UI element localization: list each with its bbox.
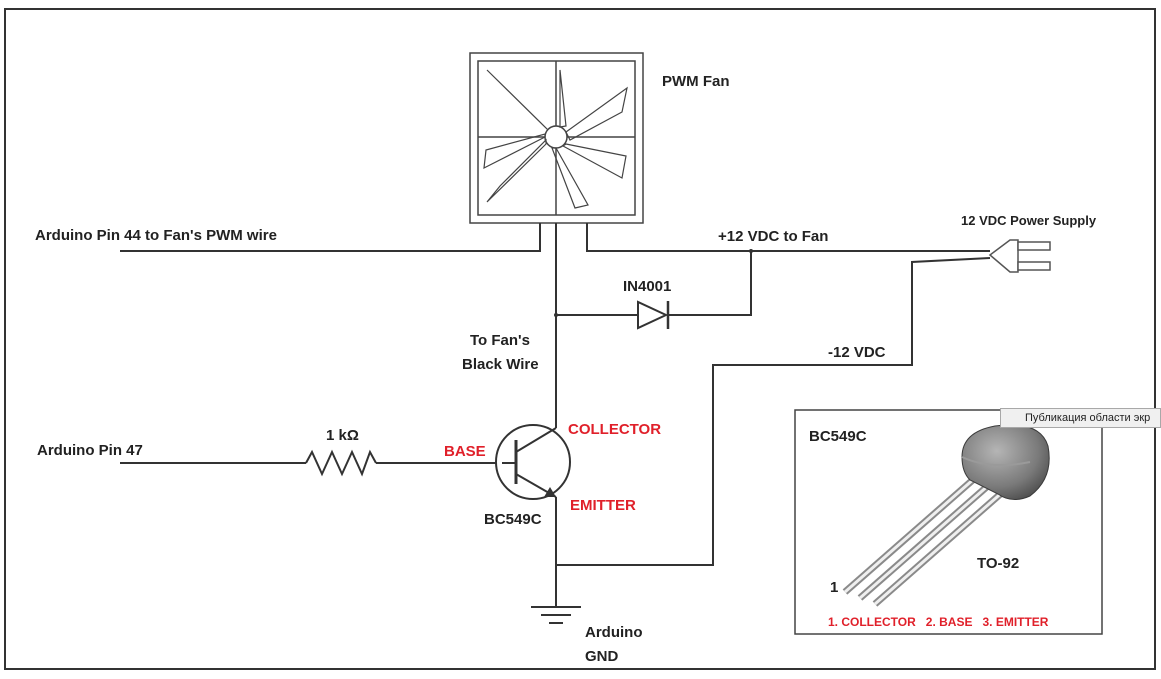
resistor-symbol bbox=[305, 449, 377, 477]
to-fans-label: To Fan's bbox=[470, 332, 530, 349]
collector-label: COLLECTOR bbox=[568, 421, 661, 438]
pwm-fan-label: PWM Fan bbox=[662, 73, 730, 90]
power-plug-icon bbox=[988, 239, 1051, 273]
transistor-inset bbox=[794, 409, 1103, 635]
gnd-label-2: GND bbox=[585, 648, 619, 665]
screenshot-tooltip: Публикация области экр bbox=[1000, 408, 1161, 428]
junction-dot bbox=[554, 313, 558, 317]
gnd-label: Arduino bbox=[585, 624, 643, 641]
diagram-frame bbox=[4, 8, 1156, 670]
pinout-label: 1. COLLECTOR 2. BASE 3. EMITTER bbox=[828, 615, 1049, 629]
plus12-label: +12 VDC to Fan bbox=[718, 228, 828, 245]
arduino-pin47-label: Arduino Pin 47 bbox=[37, 442, 143, 459]
diode-label: IN4001 bbox=[623, 278, 671, 295]
diode-symbol bbox=[637, 300, 670, 330]
resistor-label: 1 kΩ bbox=[326, 427, 359, 444]
transistor-legs bbox=[842, 475, 1008, 607]
transistor-label: BC549C bbox=[484, 511, 542, 528]
minus12-label: -12 VDC bbox=[828, 344, 886, 361]
arduino-pin44-label: Arduino Pin 44 to Fan's PWM wire bbox=[35, 227, 277, 244]
black-wire-label: Black Wire bbox=[462, 356, 539, 373]
power-supply-label: 12 VDC Power Supply bbox=[961, 213, 1097, 228]
to92-package-icon bbox=[961, 424, 1050, 500]
ground-symbol bbox=[531, 606, 581, 624]
package-label: TO-92 bbox=[977, 555, 1019, 572]
junction-dot bbox=[749, 249, 753, 253]
transistor-symbol bbox=[495, 424, 571, 500]
base-label: BASE bbox=[444, 443, 486, 460]
circuit-wires bbox=[120, 223, 991, 607]
fan-icon bbox=[469, 52, 644, 224]
inset-title: BC549C bbox=[809, 428, 867, 445]
pin-number-label: 1 bbox=[830, 579, 838, 596]
emitter-label: EMITTER bbox=[570, 497, 636, 514]
